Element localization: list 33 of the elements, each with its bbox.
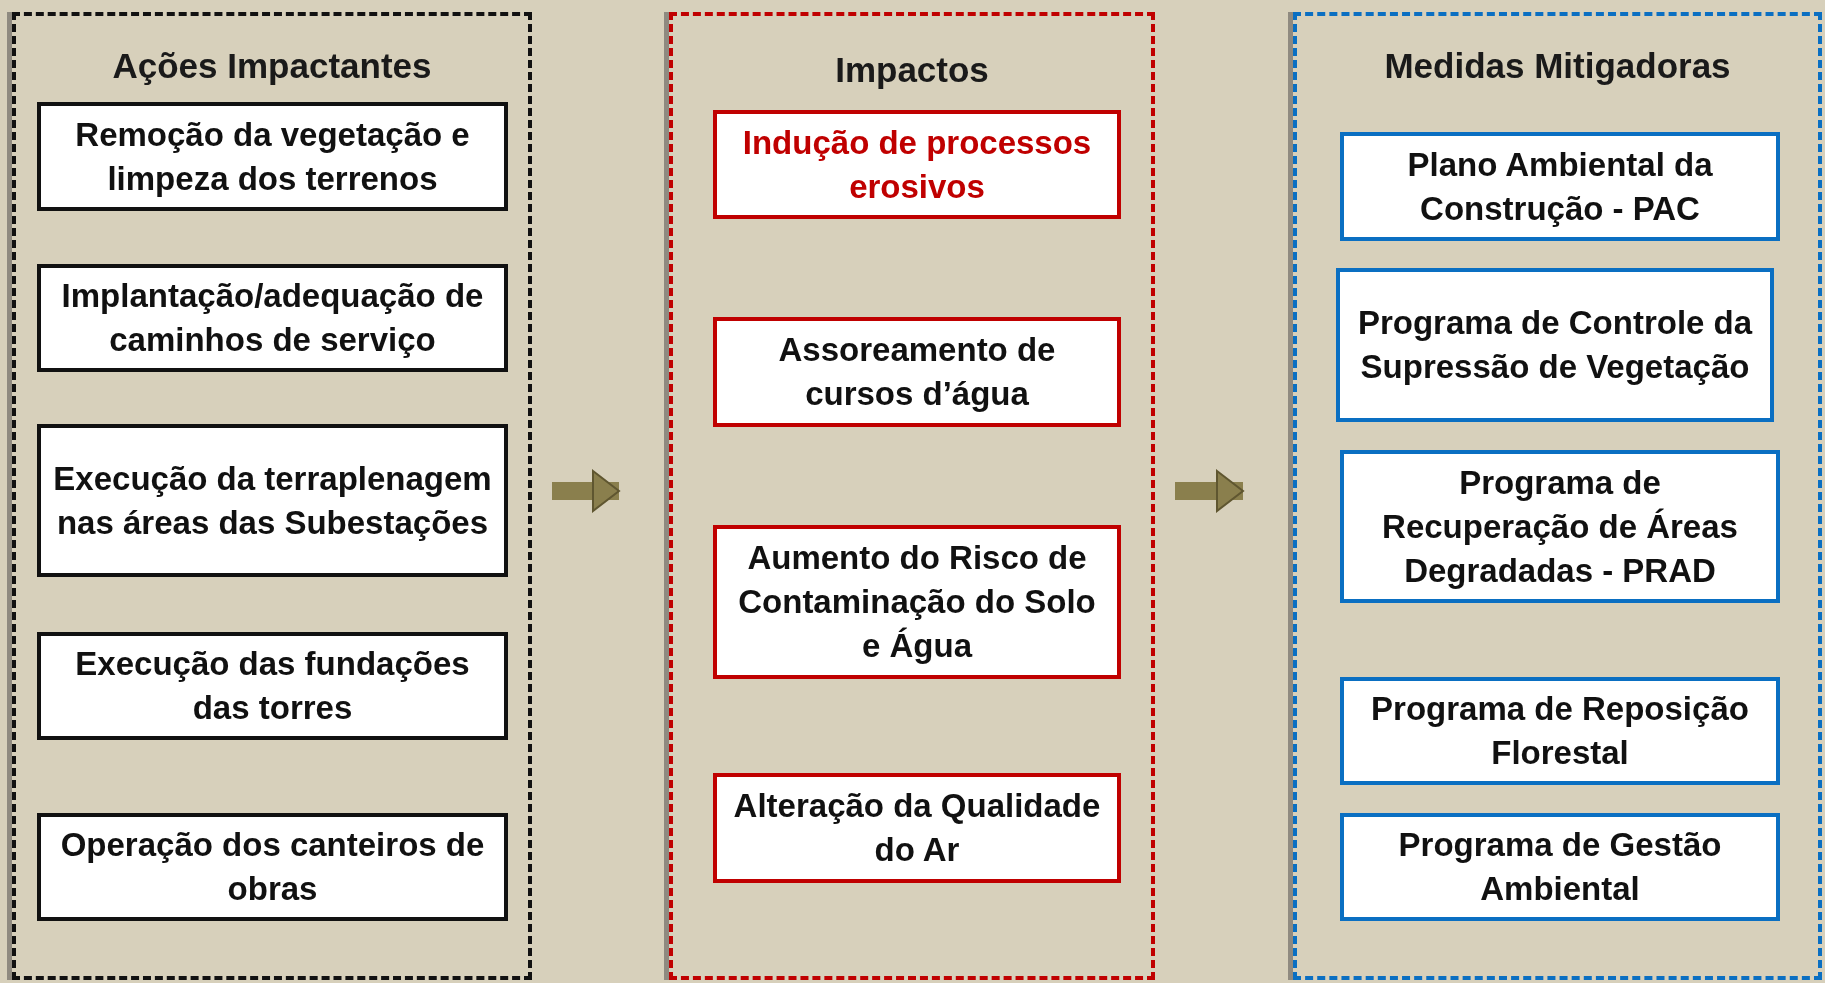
text-box [37,264,508,372]
box-label: Aumento do Risco de Contaminação do Solo e Água [737,538,1097,666]
box-label: Implantação/adequação de caminhos de serviço [60,276,485,360]
block-arrow [1175,470,1244,512]
text-box [713,317,1121,427]
box-label: Programa de Gestão Ambiental [1397,825,1723,909]
box-label: Programa de Reposição Florestal [1370,689,1750,773]
box-label: Execução das fundações das torres [74,644,471,728]
box-label: Programa de Recuperação de Áreas Degradadas - PRAD [1381,462,1739,591]
box-label: Operação dos canteiros de obras [59,825,486,909]
text-box [1336,268,1774,422]
text-box [1340,132,1780,241]
panel-heading: Medidas Mitigadoras [1383,46,1732,86]
box-label: Execução da terraplenagem nas áreas das Subestações [52,458,493,543]
box-label: Indução de processos erosivos [741,122,1093,207]
box-label: Assoreamento de cursos d’água [777,330,1057,414]
box-label: Remoção da vegetação e limpeza dos terrenos [74,114,471,199]
panel-heading: Impactos [834,50,990,90]
text-box [37,813,508,921]
text-box [37,102,508,211]
text-box [713,525,1121,679]
text-box [713,110,1121,219]
text-box [1340,450,1780,603]
text-box [1340,813,1780,921]
text-box [713,773,1121,883]
text-box [37,632,508,740]
text-box [37,424,508,577]
text-box [1340,677,1780,785]
panel-heading: Ações Impactantes [111,46,433,86]
box-label: Plano Ambiental da Construção - PAC [1406,144,1714,229]
box-label: Programa de Controle da Supressão de Vegetação [1356,303,1754,387]
box-label: Alteração da Qualidade do Ar [732,786,1102,870]
block-arrow [552,470,620,512]
